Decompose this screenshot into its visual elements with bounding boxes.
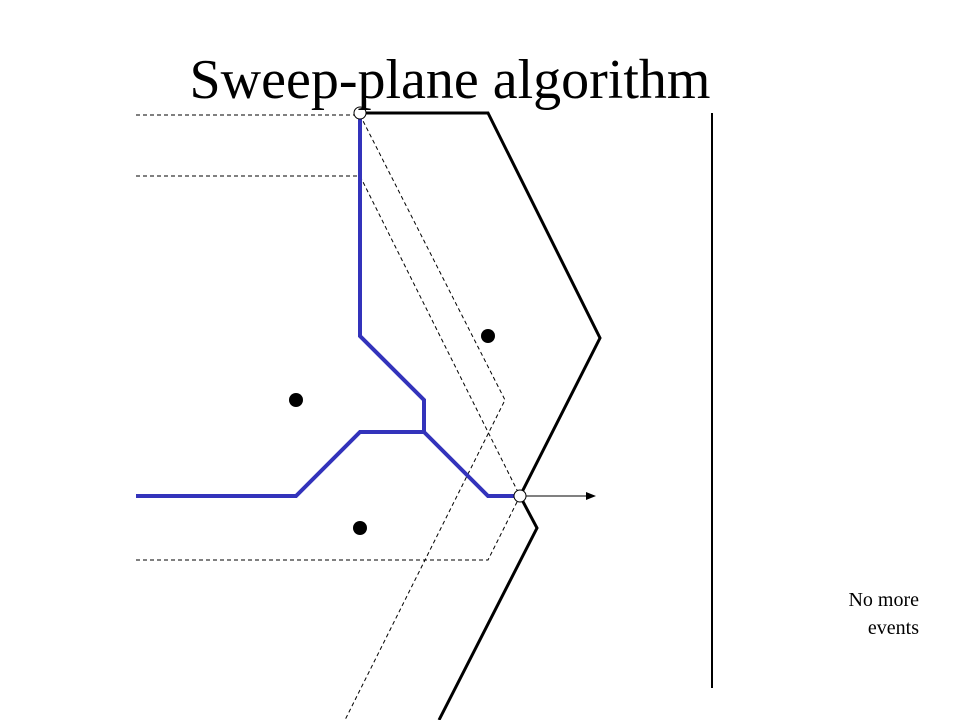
site-point <box>481 329 495 343</box>
dashed-diagonal-a <box>344 114 506 720</box>
hollow-circle-icon <box>353 106 367 120</box>
site-point <box>353 521 367 535</box>
voronoi-edges <box>136 113 426 498</box>
slide-title: Sweep-plane algorithm <box>189 49 711 111</box>
beach-line <box>360 111 602 720</box>
status-text: No more events <box>848 586 919 642</box>
status-line-1: No more <box>848 589 919 611</box>
sites <box>289 329 495 535</box>
voronoi-edge-lower <box>422 430 520 498</box>
site-point <box>289 393 303 407</box>
dashed-diagonal-b <box>359 175 521 497</box>
voronoi-vertices <box>353 106 527 503</box>
dashed-construction-lines <box>136 114 521 720</box>
hollow-circle-icon <box>513 489 527 503</box>
status-line-2: events <box>867 617 919 639</box>
right-arrow-icon <box>520 492 596 500</box>
dashed-inner-parabola <box>136 495 521 561</box>
